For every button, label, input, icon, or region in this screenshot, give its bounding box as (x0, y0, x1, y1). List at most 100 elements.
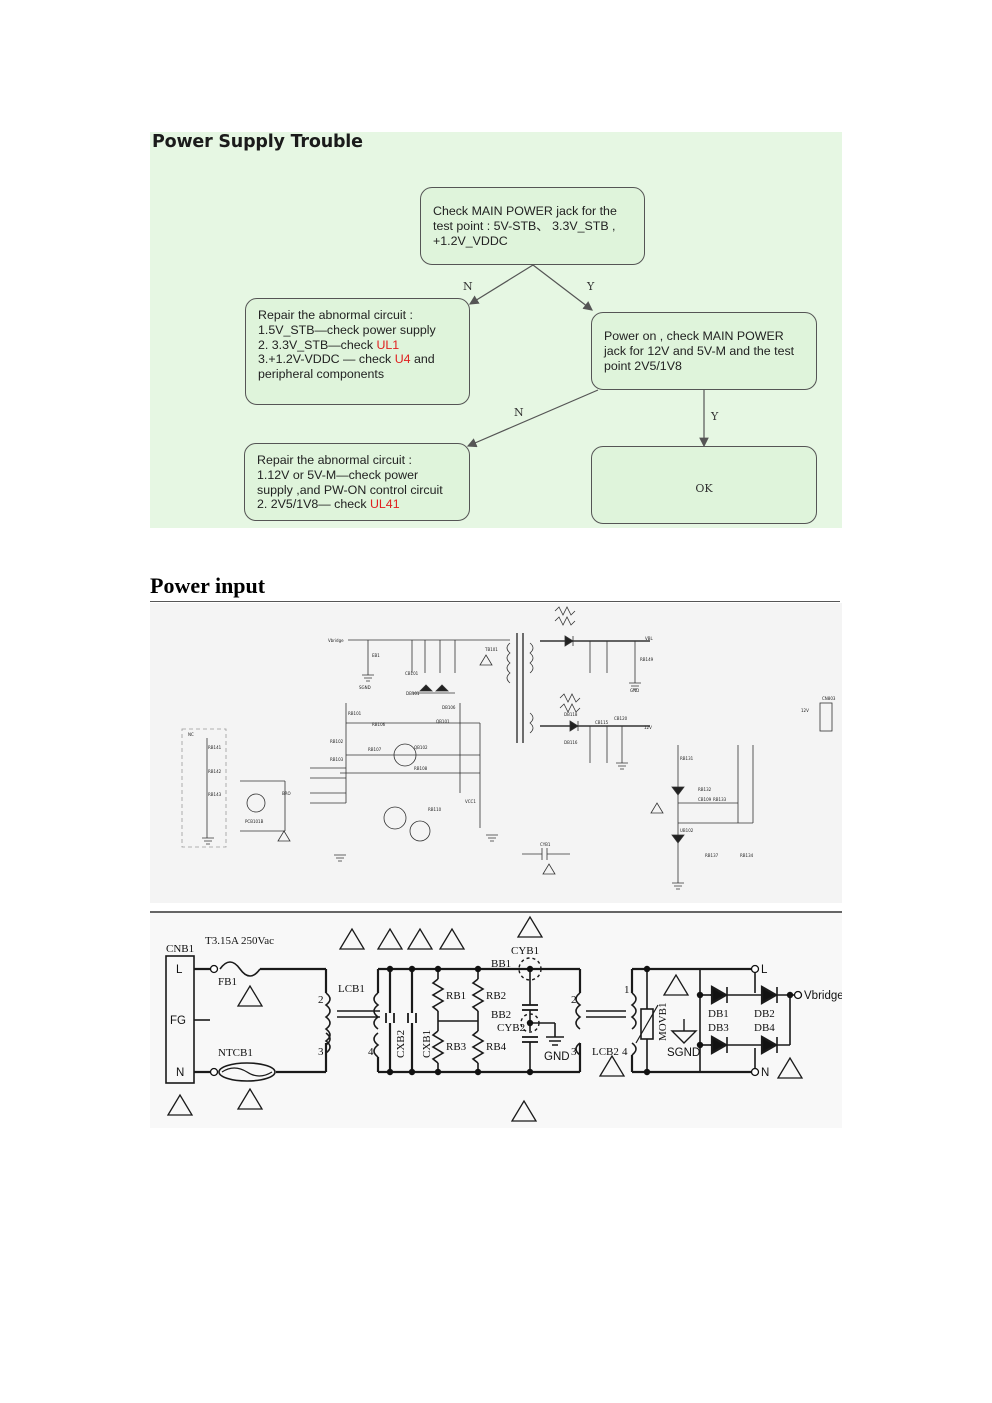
cb109-label: CB109 (698, 797, 712, 802)
ntcb1-label: NTCB1 (218, 1047, 253, 1059)
movb1-label: MOVB1 (657, 1002, 669, 1041)
sgnd-label: SGND (667, 1047, 700, 1059)
nc-label: NC (188, 732, 194, 737)
check-main-line-2: test point : 5V-STB、 3.3V_STB , (433, 218, 616, 233)
rb107-label: RB107 (368, 747, 382, 752)
power-on-line-3: point 2V5/1V8 (604, 358, 682, 373)
db118-label: DB118 (564, 712, 578, 717)
db101-label: DB101 (406, 691, 420, 696)
repair1-line-4: 3.+1.2V-VDDC — check U4 and (258, 352, 469, 367)
ub102-label: UB102 (680, 828, 694, 833)
cyb1-label: CYB1 (540, 842, 551, 847)
tb101-label: TB101 (484, 647, 498, 652)
rb1-label: RB1 (446, 990, 466, 1002)
repair1-line-3: 2. 3.3V_STB—check UL1 (258, 338, 469, 353)
rb110-label: RB110 (428, 807, 442, 812)
pin-l-label: L (176, 964, 183, 976)
cnb1-label: CNB1 (166, 943, 194, 955)
repair-circuit-box-2: Repair the abnormal circuit : 1.12V or 5… (244, 443, 470, 521)
repair1-line-5: peripheral components (258, 367, 385, 382)
rb106-label: RB106 (372, 722, 386, 727)
power-on-line-2: jack for 12V and 5V-M and the test (604, 343, 795, 358)
arrow-no-2 (466, 389, 599, 448)
ul1-highlight: UL1 (376, 337, 400, 352)
coil-pin-2a: 2 (318, 994, 324, 1006)
rb134-label: RB134 (740, 853, 754, 858)
cn803-label: CN803 (822, 696, 836, 701)
coil-pin-4b: 4 (622, 1046, 628, 1058)
db2-label: DB2 (754, 1008, 775, 1020)
coil-pin-3b: 3 (571, 1046, 577, 1058)
sgnd-net-label: SGND (359, 685, 371, 690)
bb1-label: BB1 (491, 958, 511, 970)
repair1-line-2: 1.5V_STB—check power supply (258, 322, 436, 337)
repair2-line-3: supply ,and PW-ON control circuit (257, 482, 443, 497)
coil-pin-3a: 3 (318, 1046, 324, 1058)
repair2-line-1: Repair the abnormal circuit : (257, 453, 412, 467)
schematic-divider (150, 911, 842, 913)
power-input-heading: Power input (150, 573, 266, 598)
rb2-label: RB2 (486, 990, 506, 1002)
12v-net-label: 12V (644, 725, 652, 730)
bb2-label: BB2 (491, 1009, 511, 1021)
branch-label-y2: Y (711, 410, 719, 423)
check-main-power-box: Check MAIN POWER jack for the test point… (420, 187, 645, 265)
output-n-label: N (761, 1067, 769, 1079)
u4-highlight: U4 (394, 352, 411, 367)
rb149-label: RB149 (640, 657, 654, 662)
repair2-line-2: 1.12V or 5V-M—check power (257, 467, 419, 482)
vbridge-label: Vbridge (804, 990, 842, 1002)
repair1-line-4-text: 3.+1.2V-VDDC — check (258, 352, 395, 367)
repair1-line-4-tail: and (410, 352, 435, 367)
cb120-label: CB120 (614, 716, 628, 721)
rb137-label: RB137 (705, 853, 719, 858)
repair-circuit-box-1: Repair the abnormal circuit : 1.5V_STB—c… (245, 298, 470, 405)
cb115-label: CB115 (595, 720, 609, 725)
power-on-check-box: Power on , check MAIN POWER jack for 12V… (591, 312, 817, 390)
rb131-label: RB131 (680, 756, 694, 761)
coil-pin-4a: 4 (368, 1046, 374, 1058)
repair1-line-1: Repair the abnormal circuit : (258, 308, 413, 322)
pin-fg-label: FG (170, 1015, 186, 1027)
branch-label-n1: N (463, 280, 473, 293)
ok-box: OK (591, 446, 817, 524)
lcb2-label: LCB2 (592, 1046, 619, 1058)
ok-label: OK (695, 482, 713, 495)
rb132-label: RB132 (698, 787, 712, 792)
flowchart-title: Power Supply Trouble (152, 132, 363, 152)
gnd-label: GND (544, 1051, 570, 1063)
vbl-net-label: VBL (645, 636, 653, 641)
pcb101b-label: PCB101B (245, 819, 264, 824)
rb108-label: RB108 (414, 766, 428, 771)
cxb1-label: CXB1 (421, 1030, 433, 1058)
ul41-highlight: UL41 (369, 497, 400, 512)
bro-label: BRO (282, 791, 291, 796)
arrow-no-1 (468, 264, 534, 305)
output-l-label: L (761, 964, 768, 976)
db106-label: DB106 (442, 705, 456, 710)
rb4-label: RB4 (486, 1041, 507, 1053)
arrow-yes-1 (532, 264, 593, 311)
rb142-label: RB142 (208, 769, 222, 774)
rb141-label: RB141 (208, 745, 222, 750)
branch-label-y1: Y (587, 280, 595, 293)
db4-label: DB4 (754, 1022, 775, 1034)
check-main-line-3: +1.2V_VDDC (433, 233, 508, 248)
fuse-rating-label: T3.15A 250Vac (205, 935, 274, 947)
qb101-label: QB101 (436, 719, 450, 724)
lcb1-label: LCB1 (338, 983, 365, 995)
cyb2-label: CYB2 (497, 1022, 525, 1034)
rb102-label: RB102 (330, 739, 344, 744)
power-on-line-1: Power on , check MAIN POWER (604, 329, 784, 343)
rb101-label: RB101 (348, 711, 362, 716)
gnd-net-label: GND (630, 688, 639, 693)
power-input-schematic-drawing: CNB1 T3.15A 250Vac FB1 NTCB1 LCB1 LCB2 C… (165, 915, 844, 1122)
db116-label: DB116 (564, 740, 578, 745)
cxb2-label: CXB2 (395, 1030, 407, 1058)
heading-divider (150, 601, 840, 602)
rb103-label: RB103 (330, 757, 344, 762)
db3-label: DB3 (708, 1022, 729, 1034)
check-main-line-1: Check MAIN POWER jack for the (433, 204, 617, 218)
cyb1-label: CYB1 (511, 945, 539, 957)
branch-label-n2: N (514, 406, 524, 419)
